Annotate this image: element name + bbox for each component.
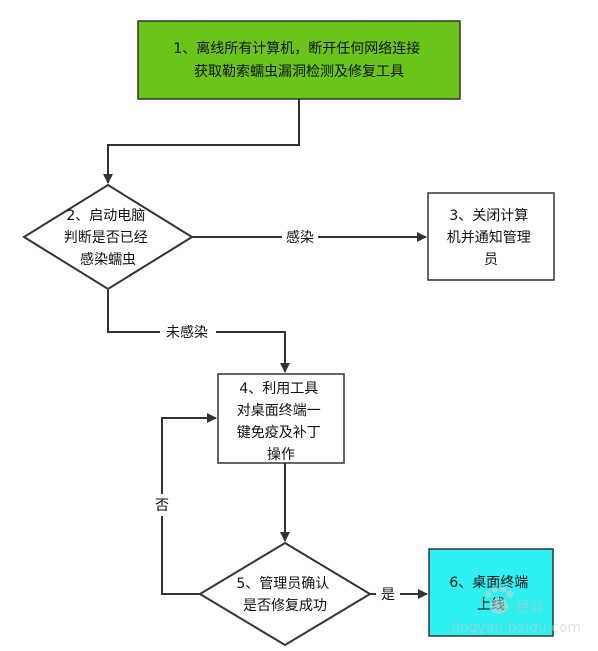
paw-logo-icon (484, 585, 514, 614)
watermark: 经验 jingyan.baidu.com (451, 585, 581, 636)
edge-label-infected: 感染 (286, 229, 314, 246)
edge-label-yes: 是 (381, 587, 395, 603)
step2-diamond (22, 183, 194, 291)
step3-box (427, 192, 555, 281)
step5-diamond (198, 541, 372, 647)
step3-text: 3、关闭计算 机并通知管理 员 (447, 208, 535, 268)
step1-text: 1、离线所有计算机，断开任何网络连接 获取勒索蠕虫漏洞检测及修复工具 (173, 40, 424, 80)
edge-label-not-infected: 未感染 (166, 324, 208, 341)
step2-text: 2、启动电脑 判断是否已经 感染蠕虫 (64, 208, 152, 268)
edge-label-no: 否 (155, 498, 169, 514)
step5-text: 5、管理员确认 是否修复成功 (236, 576, 333, 614)
connectors (103, 99, 428, 599)
step4-box (217, 373, 345, 464)
watermark-brand: 经验 (516, 600, 544, 616)
step1-box (137, 20, 461, 100)
edge-1-to-2 (103, 99, 300, 184)
watermark-url: jingyan.baidu.com (451, 620, 581, 636)
step4-text: 4、利用工具 对桌面终端一 键免疫及补丁 操作 (237, 381, 325, 463)
